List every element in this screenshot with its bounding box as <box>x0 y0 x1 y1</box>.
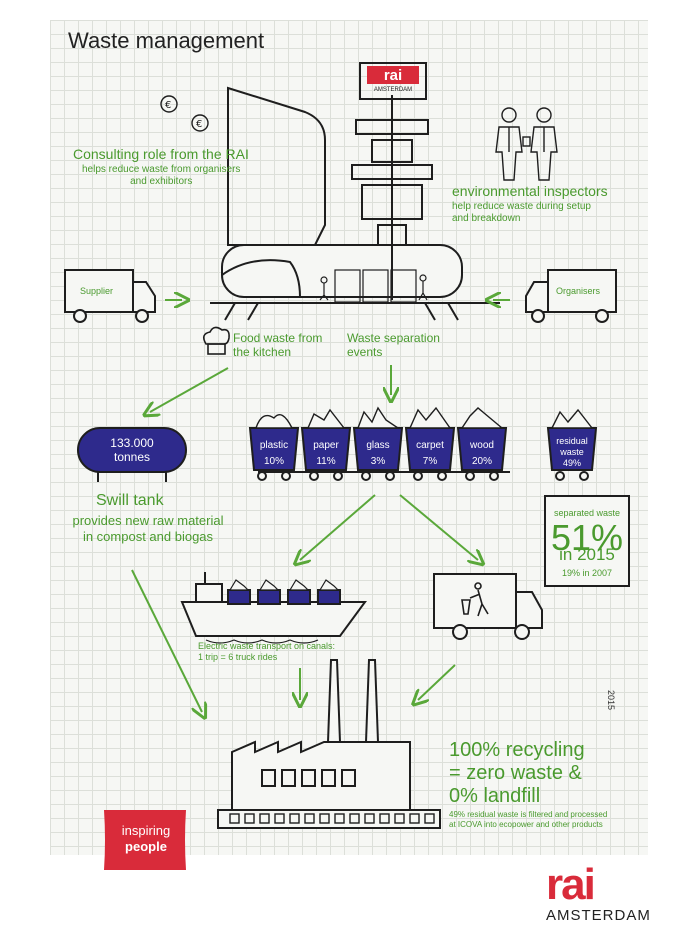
bin-pct: 3% <box>370 456 386 467</box>
waste-bins-train <box>248 406 598 481</box>
waste-separation-line-1: Waste separation <box>347 331 440 345</box>
supplier-truck-icon <box>64 269 156 323</box>
recycling-note: 49% residual waste is filtered and proce… <box>449 810 607 830</box>
bin-label-glass: glass 3% <box>354 438 402 470</box>
inspiring-line-1: inspiring <box>121 823 171 838</box>
tank-value: 133.000 <box>110 436 154 450</box>
food-waste-line-1: Food waste from <box>233 331 323 345</box>
svg-text:€: € <box>165 100 171 111</box>
bin-name: wood <box>470 440 494 451</box>
inspectors-heading: environmental inspectors <box>452 183 608 199</box>
recycling-note-1: 49% residual waste is filtered and proce… <box>449 810 608 819</box>
bin-label-wood: wood 20% <box>458 438 506 470</box>
residual-pct: 49% <box>562 458 581 468</box>
rai-logo-city: AMSTERDAM <box>546 907 651 924</box>
bin-name: glass <box>366 440 390 451</box>
flow-arrows <box>131 300 510 712</box>
organisers-label: Organisers <box>556 286 601 296</box>
svg-text:€: € <box>196 119 202 130</box>
consulting-line-1: helps reduce waste from organisers <box>82 164 241 175</box>
inspiring-line-2: people <box>125 839 167 854</box>
tank-unit: tonnes <box>113 450 151 464</box>
year-label: 2015 <box>606 690 616 711</box>
separated-waste-value: 51% <box>550 517 624 558</box>
bin-pct: 11% <box>316 456 336 467</box>
waste-separation-line-2: events <box>347 345 383 359</box>
bin-label-plastic: plastic 10% <box>250 438 298 470</box>
sign-brand: rai <box>383 67 403 84</box>
electric-boat-icon <box>180 572 367 644</box>
inspiring-people-badge <box>104 810 186 870</box>
inspectors-line-1: help reduce waste during setup <box>452 201 591 212</box>
recycling-line-1: 100% recycling <box>449 739 585 761</box>
recycling-truck-icon <box>433 573 543 640</box>
bin-label-paper: paper 11% <box>302 438 350 470</box>
inspector-figures-icon <box>495 107 558 181</box>
recycling-line-2: = zero waste & <box>449 762 582 784</box>
chef-hat-icon <box>202 326 230 355</box>
residual-line-1: residual <box>556 436 588 446</box>
bin-name: paper <box>313 440 339 451</box>
supplier-label: Supplier <box>80 286 114 296</box>
food-waste-line-2: the kitchen <box>233 345 292 359</box>
recycling-heading: 100% recycling = zero waste & 0% landfil… <box>449 739 585 808</box>
rai-building-illustration <box>210 62 500 321</box>
organisers-truck-icon <box>525 269 617 323</box>
consulting-heading: Consulting role from the RAI <box>73 146 249 162</box>
inspectors-text: help reduce waste during setup and break… <box>452 201 591 225</box>
inspectors-line-2: and breakdown <box>452 213 521 224</box>
rai-logo: rai <box>546 860 596 909</box>
separated-waste-previous: 19% in 2007 <box>561 568 613 578</box>
consulting-line-2: and exhibitors <box>130 176 193 187</box>
separated-waste-box <box>544 495 630 587</box>
bin-pct: 10% <box>263 456 284 467</box>
recycling-line-3: 0% landfill <box>449 785 541 807</box>
separated-waste-label: separated waste <box>553 508 621 518</box>
bin-name: carpet <box>416 440 444 451</box>
factory-icon <box>217 659 441 829</box>
boat-line-1: Electric waste transport on canals: <box>198 641 336 651</box>
sign-city: AMSTERDAM <box>373 87 413 93</box>
boat-line-2: 1 trip = 6 truck rides <box>198 652 278 662</box>
separated-waste-year: in 2015 <box>559 545 615 564</box>
bin-label-carpet: carpet 7% <box>406 438 454 470</box>
consulting-text: helps reduce waste from organisers and e… <box>82 164 240 188</box>
euro-coin-icon: € € <box>160 95 209 132</box>
waste-separation-label: Waste separation events <box>347 331 440 359</box>
bin-pct: 7% <box>422 456 438 467</box>
boat-caption: Electric waste transport on canals: 1 tr… <box>198 641 335 663</box>
swill-tank-icon <box>77 427 187 482</box>
tank-capacity: 133.000 tonnes <box>86 436 178 464</box>
page-title: Waste management <box>68 28 265 53</box>
bin-label-residual: residual waste 49% <box>548 436 596 469</box>
bin-name: plastic <box>259 440 289 451</box>
bin-pct: 20% <box>471 456 492 467</box>
swill-heading: Swill tank <box>96 492 164 509</box>
recycling-note-2: at ICOVA into ecopower and other product… <box>449 820 603 829</box>
inspiring-people-text: inspiring people <box>111 823 181 855</box>
residual-line-2: waste <box>560 447 584 457</box>
swill-text: provides new raw material in compost and… <box>72 513 224 544</box>
food-waste-label: Food waste from the kitchen <box>233 331 322 359</box>
